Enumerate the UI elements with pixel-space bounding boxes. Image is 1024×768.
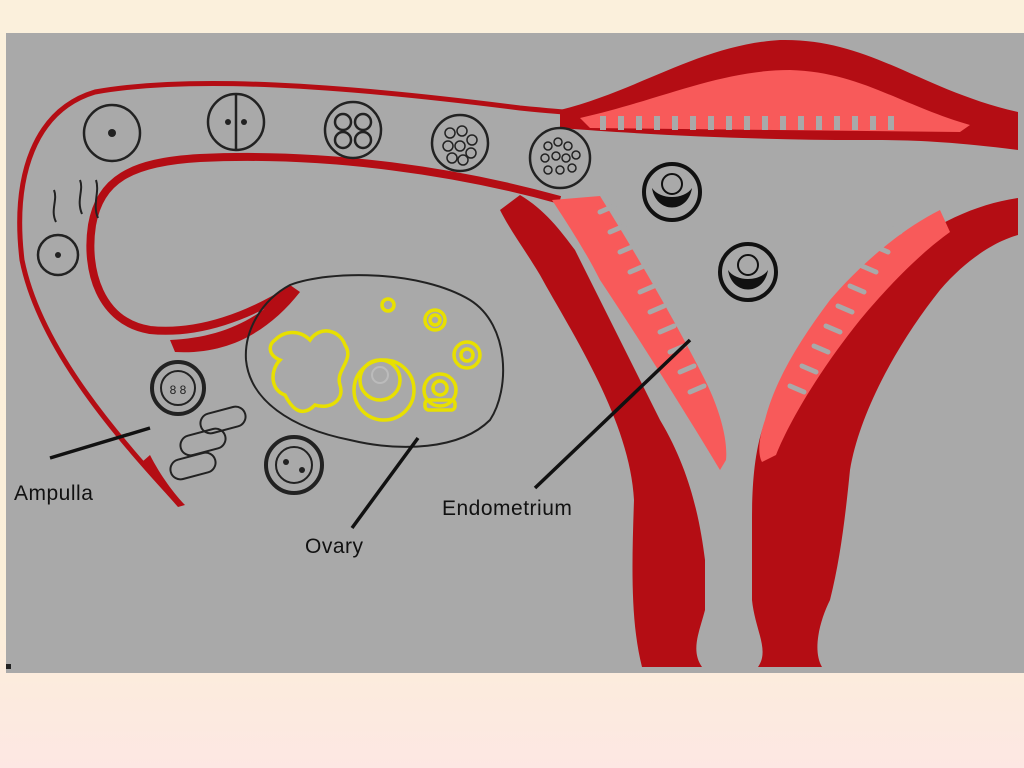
diagram-frame: 8 8 Ampulla Ovary Endometrium (6, 33, 1024, 673)
blastocyst-implanting (718, 242, 778, 302)
oocyte-lower (264, 435, 324, 495)
left-endometrial-glands (597, 203, 707, 395)
embryo-late-morula (528, 126, 592, 190)
embryo-two-cell (206, 92, 266, 152)
uterus-right-myometrium (752, 198, 1018, 667)
embryo-morula (430, 113, 490, 173)
uterus-left-endometrium (552, 196, 727, 470)
blastocyst-upper (642, 162, 702, 222)
embryo-four-cell (323, 100, 383, 160)
reproductive-tract-diagram: 8 8 Ampulla Ovary Endometrium (6, 39, 1018, 669)
corner-artifact (6, 664, 11, 669)
uterus-left-myometrium (500, 195, 705, 667)
tube-fimbrial-end (170, 285, 300, 353)
fimbriae (169, 405, 247, 481)
svg-text:8 8: 8 8 (170, 383, 187, 397)
fimbria-tip (142, 455, 185, 507)
fundus-glands (600, 116, 894, 130)
fallopian-tube-inner-wall (86, 152, 562, 335)
zygote-one-cell (82, 103, 142, 163)
ovary-outline (244, 274, 505, 448)
label-ovary: Ovary (305, 535, 364, 558)
right-endometrial-glands (787, 223, 903, 395)
ovary-leader-line (350, 436, 420, 530)
ampulla-leader-line (49, 426, 151, 460)
ovarian-follicles (268, 297, 482, 422)
label-endometrium: Endometrium (442, 497, 572, 520)
fallopian-tube-outer-wall (17, 80, 641, 507)
endometrium-leader-line (533, 338, 692, 490)
label-ampulla: Ampulla (14, 482, 93, 505)
uterus-right-endometrium (759, 210, 950, 462)
sperm-cells (36, 179, 99, 277)
ovulated-oocyte: 8 8 (150, 360, 206, 416)
